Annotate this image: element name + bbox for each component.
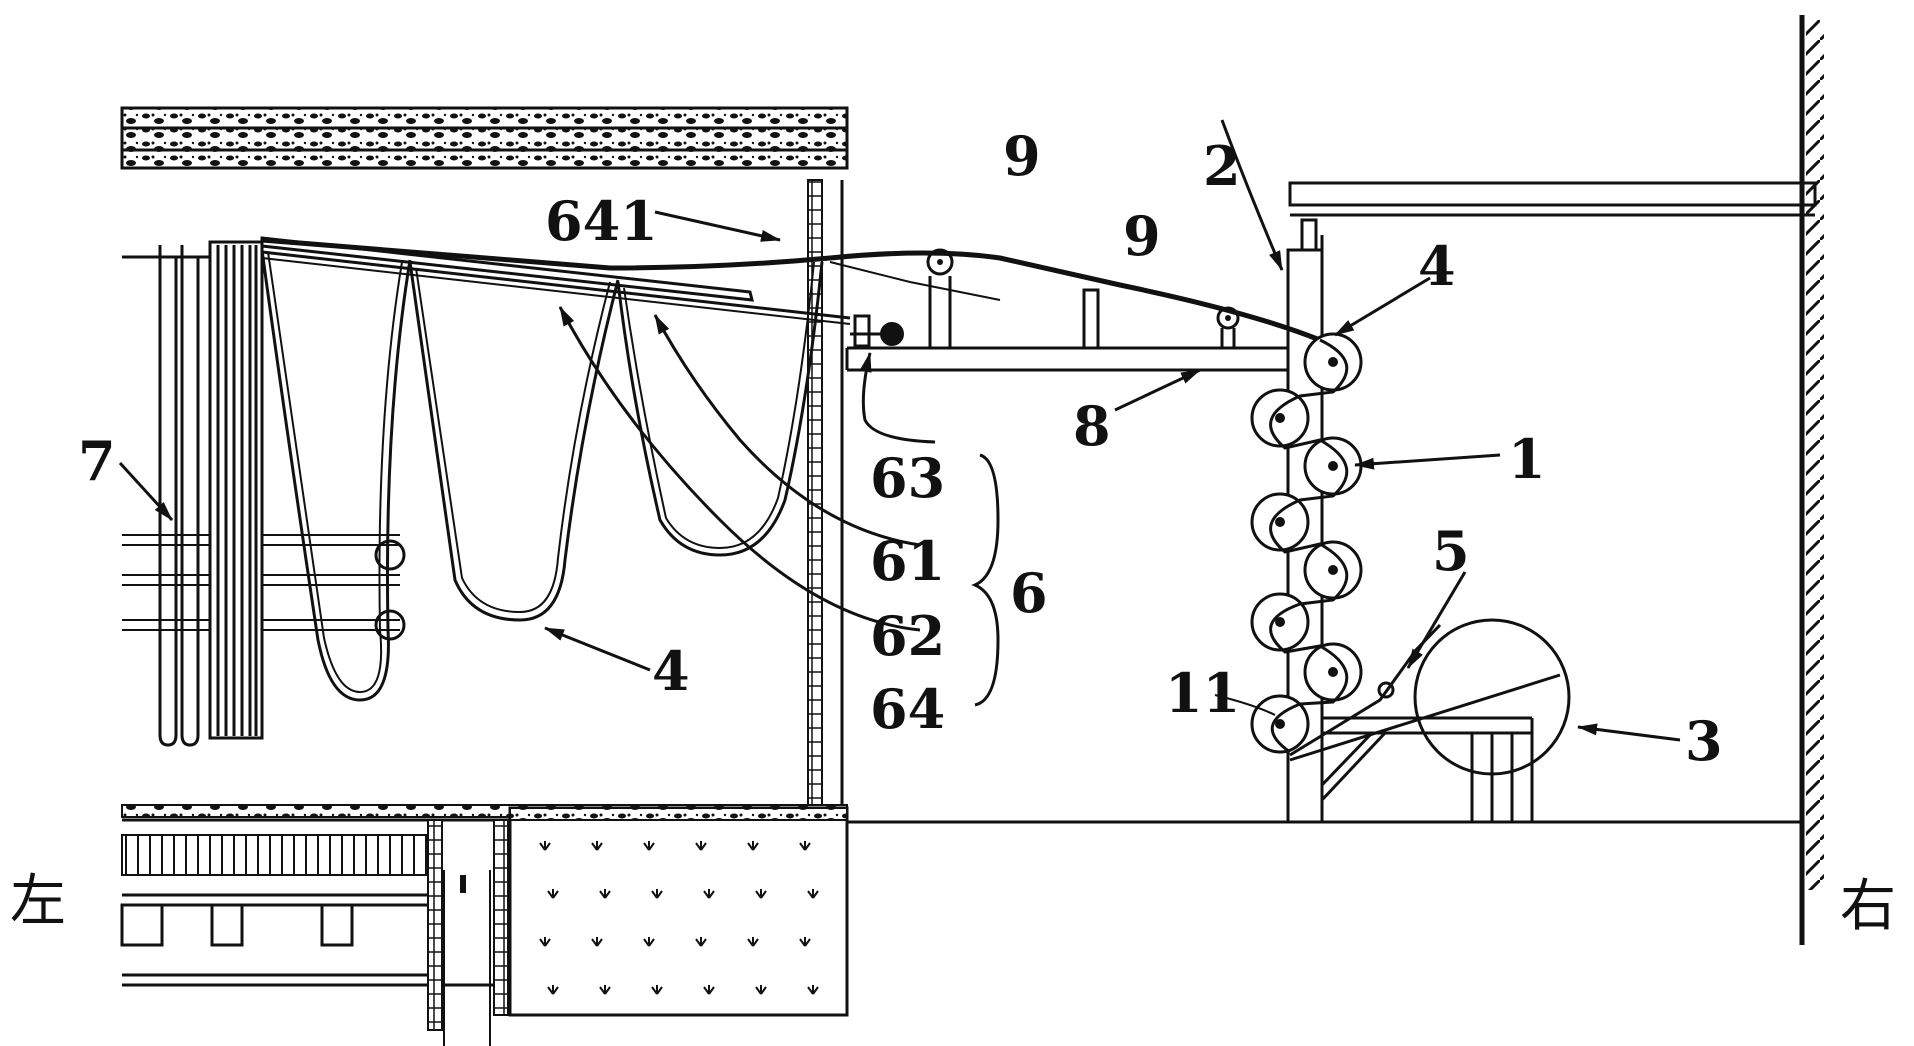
roller-axle bbox=[1275, 617, 1285, 627]
roller-axle bbox=[1275, 719, 1285, 729]
reel-3 bbox=[1320, 618, 1571, 824]
label-6: 6 bbox=[1010, 561, 1048, 625]
roller-63 bbox=[850, 314, 904, 348]
soil-mark bbox=[695, 937, 707, 947]
soil-mark bbox=[651, 889, 663, 899]
roller-axle bbox=[1328, 357, 1338, 367]
soil-mark bbox=[747, 937, 759, 947]
label-61: 61 bbox=[870, 529, 945, 593]
frame-2 bbox=[1286, 181, 1817, 824]
label-4-bottom: 4 bbox=[652, 639, 690, 703]
fabric-path-641 bbox=[261, 237, 1321, 343]
soil-mark bbox=[807, 985, 819, 995]
guide-posts-9 bbox=[926, 248, 1240, 350]
roof-slab bbox=[120, 106, 849, 170]
soil-mark bbox=[599, 889, 611, 899]
label-7: 7 bbox=[78, 429, 116, 493]
part-labels: 641 9 9 2 4 8 7 63 1 61 6 5 62 4 11 64 3 bbox=[78, 124, 1723, 773]
roller-axle bbox=[1328, 667, 1338, 677]
label-2: 2 bbox=[1203, 134, 1241, 198]
direction-right-label: 右 bbox=[1840, 874, 1896, 939]
basement bbox=[120, 806, 849, 1046]
soil-mark bbox=[539, 841, 551, 851]
support-beam-8 bbox=[845, 346, 1288, 372]
soil-mark bbox=[695, 841, 707, 851]
soil-mark bbox=[591, 841, 603, 851]
soil-mark bbox=[799, 841, 811, 851]
label-9-left: 9 bbox=[1003, 124, 1041, 188]
direction-left-label: 左 bbox=[10, 869, 66, 934]
soil-mark bbox=[599, 985, 611, 995]
soil-mark bbox=[703, 985, 715, 995]
soil-mark bbox=[755, 985, 767, 995]
label-11: 11 bbox=[1165, 661, 1240, 725]
soil-mark bbox=[547, 985, 559, 995]
soil-mark bbox=[643, 841, 655, 851]
label-5: 5 bbox=[1432, 519, 1470, 583]
label-4-top: 4 bbox=[1418, 234, 1456, 298]
soil-mark bbox=[799, 937, 811, 947]
soil-mark bbox=[539, 937, 551, 947]
label-9-right: 9 bbox=[1123, 204, 1161, 268]
soil-mark bbox=[651, 985, 663, 995]
roller-axle bbox=[1275, 517, 1285, 527]
roller-axle bbox=[1328, 565, 1338, 575]
roller-axle bbox=[1275, 413, 1285, 423]
brick-wall-64 bbox=[807, 179, 844, 811]
label-63: 63 bbox=[870, 446, 945, 510]
soil-marks bbox=[539, 841, 819, 995]
roller-stack-1 bbox=[1250, 332, 1363, 754]
roller-fabric-path bbox=[1269, 338, 1349, 754]
soil-mark bbox=[591, 937, 603, 947]
soil-mark bbox=[643, 937, 655, 947]
right-wall bbox=[1799, 15, 1824, 945]
label-62: 62 bbox=[870, 604, 945, 668]
soil-mark bbox=[807, 889, 819, 899]
label-8: 8 bbox=[1073, 394, 1111, 458]
roller-axle bbox=[1328, 461, 1338, 471]
label-641: 641 bbox=[545, 189, 658, 253]
fabric-loops-4 bbox=[260, 242, 824, 702]
feed-fabric-5 bbox=[1289, 623, 1561, 762]
label-3: 3 bbox=[1685, 709, 1723, 773]
label-1: 1 bbox=[1508, 427, 1546, 491]
label-64: 64 bbox=[870, 677, 945, 741]
soil-mark bbox=[755, 889, 767, 899]
soil-mark bbox=[747, 841, 759, 851]
hanging-rods-7 bbox=[122, 240, 406, 747]
soil-mark bbox=[703, 889, 715, 899]
soil-mark bbox=[547, 889, 559, 899]
leader-lines bbox=[118, 119, 1681, 742]
